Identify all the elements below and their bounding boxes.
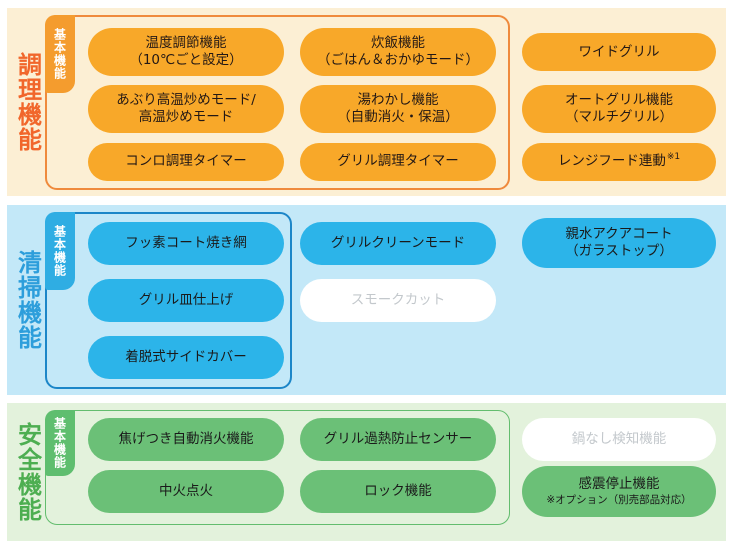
feature-pill: グリル皿仕上げ: [88, 279, 284, 322]
feature-pill: フッ素コート焼き網: [88, 221, 284, 265]
feature-pill-label: グリル調理タイマー: [337, 153, 459, 169]
feature-pill: 着脱式サイドカバー: [88, 336, 284, 379]
feature-pill-label: レンジフード連動: [557, 153, 666, 169]
feature-pill-label: （ガラストップ）: [565, 243, 673, 259]
feature-pill: 焦げつき自動消火機能: [88, 417, 284, 461]
feature-pill: 湯わかし機能（自動消火・保温）: [300, 85, 496, 133]
feature-pill-label: 感震停止機能: [578, 475, 660, 492]
feature-pill: 温度調節機能（10℃ごと設定）: [88, 28, 284, 76]
feature-pill: 親水アクアコート（ガラストップ）: [522, 218, 716, 268]
feature-pill: 炊飯機能（ごはん＆おかゆモード）: [300, 28, 496, 76]
feature-pill: 中火点火: [88, 470, 284, 513]
feature-pill: ワイドグリル: [522, 33, 716, 71]
feature-pill-label: スモークカット: [350, 292, 446, 308]
basic-functions-box: [45, 212, 292, 389]
feature-pill-label: 焦げつき自動消火機能: [118, 430, 254, 447]
basic-functions-box: [45, 15, 510, 190]
pills-container: 温度調節機能（10℃ごと設定）あぶり高温炒めモード/高温炒めモードコンロ調理タイ…: [7, 8, 726, 196]
feature-pill: 鍋なし検知機能: [522, 417, 716, 461]
feature-pill-label: 炊飯機能: [371, 35, 425, 51]
section-title-safety: 安全機能: [13, 422, 42, 522]
section-title-cleaning: 清掃機能: [13, 250, 42, 350]
basic-functions-tab: 基本機能: [45, 212, 75, 290]
feature-pill-label: あぶり高温炒めモード/: [116, 92, 256, 108]
footnote-marker: ※1: [666, 152, 681, 162]
feature-pill-label: コンロ調理タイマー: [125, 153, 247, 169]
pills-container: フッ素コート焼き網グリル皿仕上げ着脱式サイドカバー グリルクリーンモードスモークカ…: [7, 205, 726, 395]
basic-functions-tab: 基本機能: [45, 410, 75, 476]
feature-pill-label: 温度調節機能: [145, 35, 227, 51]
feature-pill: オートグリル機能（マルチグリル）: [522, 85, 716, 133]
feature-pill-label: ワイドグリル: [578, 43, 660, 60]
feature-pill: あぶり高温炒めモード/高温炒めモード: [88, 85, 284, 133]
feature-pill-label: 着脱式サイドカバー: [125, 349, 247, 365]
feature-pill-label: 親水アクアコート: [565, 226, 673, 242]
feature-pill: グリル過熱防止センサー: [300, 417, 496, 461]
feature-pill-note: ※オプション（別売部品対応）: [546, 493, 692, 506]
feature-pill-label: ロック機能: [364, 483, 432, 499]
feature-pill: レンジフード連動※1: [522, 142, 716, 181]
feature-pill: ロック機能: [300, 470, 496, 513]
feature-pill: グリル調理タイマー: [300, 142, 496, 181]
feature-pill: スモークカット: [300, 279, 496, 322]
section-title-cooking: 調理機能: [13, 52, 42, 152]
feature-pill-label: （10℃ごと設定）: [129, 52, 243, 68]
feature-pill-label: オートグリル機能: [565, 92, 673, 108]
feature-pill-label: グリル皿仕上げ: [138, 292, 234, 308]
feature-pill-label: グリルクリーンモード: [330, 234, 466, 251]
feature-pill-label: 湯わかし機能: [357, 92, 439, 108]
feature-pill-label: 中火点火: [159, 483, 213, 499]
feature-pill: 感震停止機能※オプション（別売部品対応）: [522, 466, 716, 517]
feature-pill-label: フッ素コート焼き網: [125, 234, 247, 251]
section-cooking: 調理機能 基本機能 温度調節機能（10℃ごと設定） あぶり高温炒めモード/高温炒め…: [7, 8, 726, 196]
feature-pill: コンロ調理タイマー: [88, 142, 284, 181]
feature-pill-label: グリル過熱防止センサー: [323, 430, 473, 447]
basic-functions-tab: 基本機能: [45, 15, 75, 93]
feature-pill: グリルクリーンモード: [300, 221, 496, 265]
feature-pill-label: 高温炒めモード: [138, 109, 234, 125]
section-safety: 安全機能 基本機能 焦げつき自動消火機能中火点火グリル過熱防止センサーロック機能…: [7, 403, 726, 541]
feature-pill-label: 鍋なし検知機能: [571, 430, 667, 447]
section-cleaning: 清掃機能 基本機能 フッ素コート焼き網グリル皿仕上げ着脱式サイドカバー グリルクリ…: [7, 205, 726, 395]
feature-pill-label: （ごはん＆おかゆモード）: [317, 52, 479, 68]
pills-container: 焦げつき自動消火機能中火点火グリル過熱防止センサーロック機能鍋なし検知機能感震停…: [7, 403, 726, 541]
feature-pill-label: （マルチグリル）: [565, 109, 673, 125]
feature-pill-label: （自動消火・保温）: [337, 109, 459, 125]
